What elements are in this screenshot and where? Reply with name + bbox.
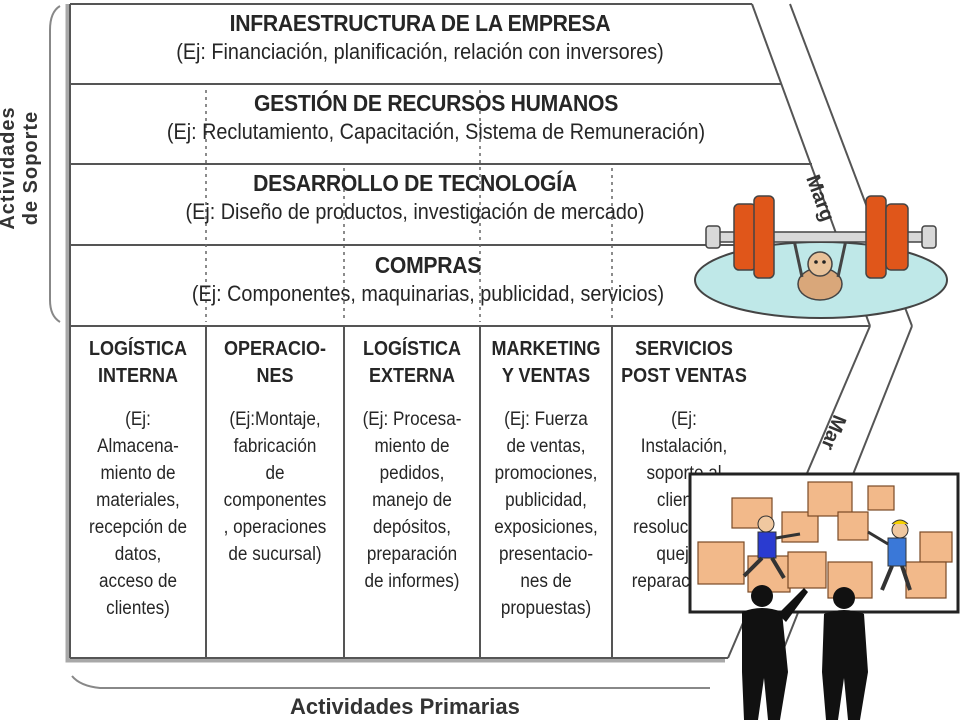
support-label-line1: Actividades [0, 106, 19, 230]
col-desc-line: , operaciones [223, 517, 327, 538]
col-desc-line: pedidos, [379, 463, 445, 484]
col-desc-line: depósitos, [373, 517, 451, 538]
col-desc-line: (Ej:Montaje, [229, 409, 321, 430]
col-desc-line: de [265, 463, 285, 484]
worker-left [742, 515, 801, 580]
col-title-line: INTERNA [97, 365, 178, 387]
col-title-line: OPERACIO- [223, 338, 327, 360]
col-desc: (Ej: Fuerza de ventas, promociones, publ… [488, 406, 603, 622]
col-desc-line: materiales, [96, 490, 180, 511]
col-desc-line: de ventas, [506, 436, 586, 457]
col-desc-line: acceso de [99, 571, 177, 592]
boxes [697, 481, 953, 599]
support-row-hr: GESTIÓN DE RECURSOS HUMANOS (Ej: Recluta… [70, 90, 802, 145]
row-desc: (Ej: Componentes, maquinarias, publicida… [191, 281, 665, 306]
row-title: INFRAESTRUCTURA DE LA EMPRESA [229, 10, 611, 36]
presenters-silhouette [742, 585, 868, 720]
col-desc-line: de informes) [364, 571, 460, 592]
col-desc-line: presentacio- [498, 544, 594, 565]
row-title: GESTIÓN DE RECURSOS HUMANOS [253, 90, 619, 116]
col-desc-line: fabricación [233, 436, 317, 457]
primary-col-outbound-logistics: LOGÍSTICA EXTERNA (Ej: Procesa- miento d… [346, 336, 478, 595]
support-row-technology: DESARROLLO DE TECNOLOGÍA (Ej: Diseño de … [70, 170, 760, 225]
col-desc-line: Instalación, [640, 436, 728, 457]
col-desc-line: manejo de [372, 490, 452, 511]
col-desc: (Ej:Montaje, fabricación de componentes … [215, 406, 336, 568]
col-desc-line: de sucursal) [228, 544, 322, 565]
weightlifter-illustration [694, 195, 948, 319]
col-title-line: POST VENTAS [621, 365, 747, 387]
col-desc-line: (Ej: [125, 409, 151, 430]
row-desc: (Ej: Diseño de productos, investigación … [185, 199, 645, 224]
primary-col-inbound-logistics: LOGÍSTICA INTERNA (Ej: Almacena- miento … [72, 336, 204, 622]
col-desc-line: preparación [366, 544, 458, 565]
support-row-infrastructure: INFRAESTRUCTURA DE LA EMPRESA (Ej: Finan… [70, 10, 770, 65]
col-title-line: LOGÍSTICA [362, 338, 461, 360]
support-bracket [49, 5, 61, 323]
barbell-plate [753, 195, 775, 279]
col-desc-line: (Ej: [671, 409, 697, 430]
col-desc-line: componentes [223, 490, 327, 511]
row-desc: (Ej: Financiación, planificación, relaci… [176, 39, 664, 64]
col-desc-line: recepción de [89, 517, 187, 538]
col-title-line: NES [256, 365, 294, 387]
col-title-line: Y VENTAS [501, 365, 591, 387]
col-title-line: MARKETING [491, 338, 601, 360]
col-desc-line: nes de [520, 571, 572, 592]
col-title-line: EXTERNA [368, 365, 456, 387]
worker-right [867, 519, 912, 591]
workers-boxes-illustration [688, 472, 960, 720]
col-desc-line: (Ej: Fuerza [504, 409, 588, 430]
row-title: COMPRAS [374, 252, 482, 278]
col-desc: (Ej: Procesa- miento de pedidos, manejo … [353, 406, 472, 595]
support-label-line2: de Soporte [20, 110, 42, 226]
col-title: OPERACIO- NES [215, 336, 336, 390]
row-desc: (Ej: Reclutamiento, Capacitación, Sistem… [166, 119, 706, 144]
col-desc-line: miento de [100, 463, 176, 484]
primary-bracket [71, 675, 710, 689]
lifter-head [807, 251, 833, 277]
col-desc-line: datos, [114, 544, 162, 565]
support-activities-label: Actividades de Soporte [0, 88, 43, 248]
col-desc-line: miento de [374, 436, 450, 457]
primary-activities-label: Actividades Primarias [290, 694, 520, 719]
col-desc-line: exposiciones, [494, 517, 598, 538]
barbell-plate [865, 195, 887, 279]
col-desc-line: promociones, [494, 463, 598, 484]
col-desc-line: publicidad, [505, 490, 587, 511]
col-title-line: LOGÍSTICA [88, 338, 187, 360]
primary-col-operations: OPERACIO- NES (Ej:Montaje, fabricación d… [208, 336, 342, 568]
col-desc-line: Almacena- [97, 436, 179, 457]
barbell-plate [885, 203, 909, 271]
row-title: DESARROLLO DE TECNOLOGÍA [253, 170, 577, 196]
col-desc-line: clientes) [106, 598, 170, 619]
col-title: MARKETING Y VENTAS [488, 336, 603, 390]
barbell-plate [733, 203, 757, 271]
col-title-line: SERVICIOS [635, 338, 733, 360]
col-desc: (Ej: Almacena- miento de materiales, rec… [79, 406, 198, 622]
col-desc-line: propuestas) [500, 598, 592, 619]
support-row-purchasing: COMPRAS (Ej: Componentes, maquinarias, p… [70, 252, 786, 307]
frame-shadow [65, 4, 725, 663]
col-title: LOGÍSTICA EXTERNA [353, 336, 472, 390]
col-title: SERVICIOS POST VENTAS [621, 336, 747, 390]
col-title: LOGÍSTICA INTERNA [79, 336, 198, 390]
primary-col-marketing-sales: MARKETING Y VENTAS (Ej: Fuerza de ventas… [482, 336, 610, 622]
col-desc-line: (Ej: Procesa- [362, 409, 462, 430]
